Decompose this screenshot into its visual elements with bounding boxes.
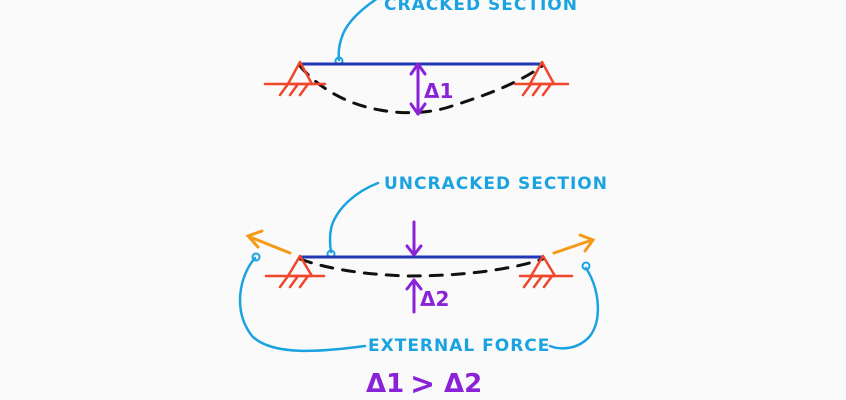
comparison-delta1: Δ1 bbox=[366, 369, 404, 399]
external-force-leader-left bbox=[238, 256, 367, 353]
uncracked-deflection-arrow bbox=[405, 278, 423, 314]
uncracked-deflected-shape bbox=[298, 257, 545, 278]
cracked-leader-line bbox=[337, 0, 378, 62]
cracked-left-support bbox=[263, 60, 327, 97]
uncracked-right-support bbox=[518, 254, 574, 289]
cracked-right-support bbox=[513, 60, 570, 97]
uncracked-leader-line bbox=[328, 181, 380, 254]
external-force-label: EXTERNAL FORCE bbox=[368, 336, 550, 356]
delta2-label: Δ2 bbox=[420, 287, 449, 311]
deflection-comparison: Δ1 > Δ2 bbox=[366, 367, 482, 400]
uncracked-beam-group: UNCRACKED SECTION bbox=[238, 174, 608, 356]
comparison-operator: > bbox=[410, 367, 435, 400]
cracked-section-label: CRACKED SECTION bbox=[384, 0, 578, 15]
external-force-dot-right bbox=[581, 261, 591, 271]
external-force-leader-right bbox=[548, 266, 600, 350]
external-force-right-arrow bbox=[552, 233, 596, 255]
cracked-beam-group: CRACKED SECTION Δ1 bbox=[263, 0, 578, 116]
comparison-delta2: Δ2 bbox=[444, 369, 482, 399]
delta1-label: Δ1 bbox=[424, 79, 453, 103]
applied-load-arrow bbox=[405, 220, 423, 257]
cracked-deflection-arrow bbox=[409, 62, 427, 116]
external-force-dot-left bbox=[251, 252, 261, 262]
uncracked-left-support bbox=[264, 254, 326, 289]
external-force-left-arrow bbox=[245, 229, 292, 255]
cracked-deflected-shape bbox=[298, 64, 544, 115]
uncracked-section-label: UNCRACKED SECTION bbox=[384, 174, 608, 194]
